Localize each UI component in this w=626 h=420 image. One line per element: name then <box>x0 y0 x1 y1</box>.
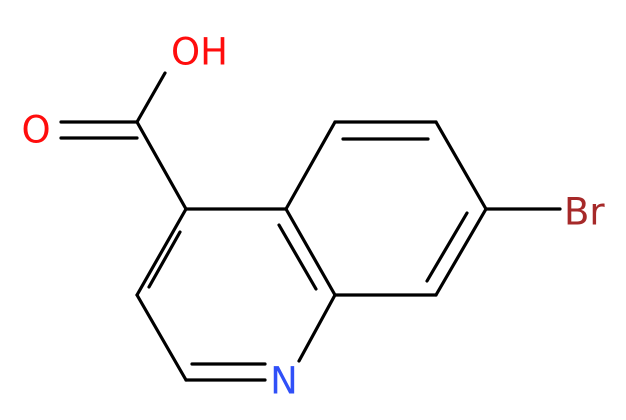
bond-c7-c8 <box>434 207 488 297</box>
atom-label-hydroxyl: OH <box>171 31 228 74</box>
bond-c4-c3-inner <box>147 230 182 289</box>
bond-c8a-c4a <box>284 207 337 297</box>
bonds <box>59 71 562 382</box>
atom-label-carbonyl-oxygen: O <box>21 109 50 152</box>
atom-label-bromine: Br <box>564 191 605 234</box>
atom-label-nitrogen: N <box>270 360 298 403</box>
bond-c3-c2 <box>135 293 188 382</box>
atom-labels: OH O N Br <box>21 31 605 403</box>
bond-c6-c7 <box>434 120 488 211</box>
bond-c4a-c5 <box>284 120 337 211</box>
bond-c7-c8-inner <box>425 211 469 283</box>
bond-c4-c3 <box>135 207 188 297</box>
bond-c-oh <box>135 71 167 124</box>
bond-n-c8a <box>297 293 337 363</box>
bond-c4-carboxyl <box>135 120 188 211</box>
bond-c8a-c4a-inner <box>277 223 318 291</box>
